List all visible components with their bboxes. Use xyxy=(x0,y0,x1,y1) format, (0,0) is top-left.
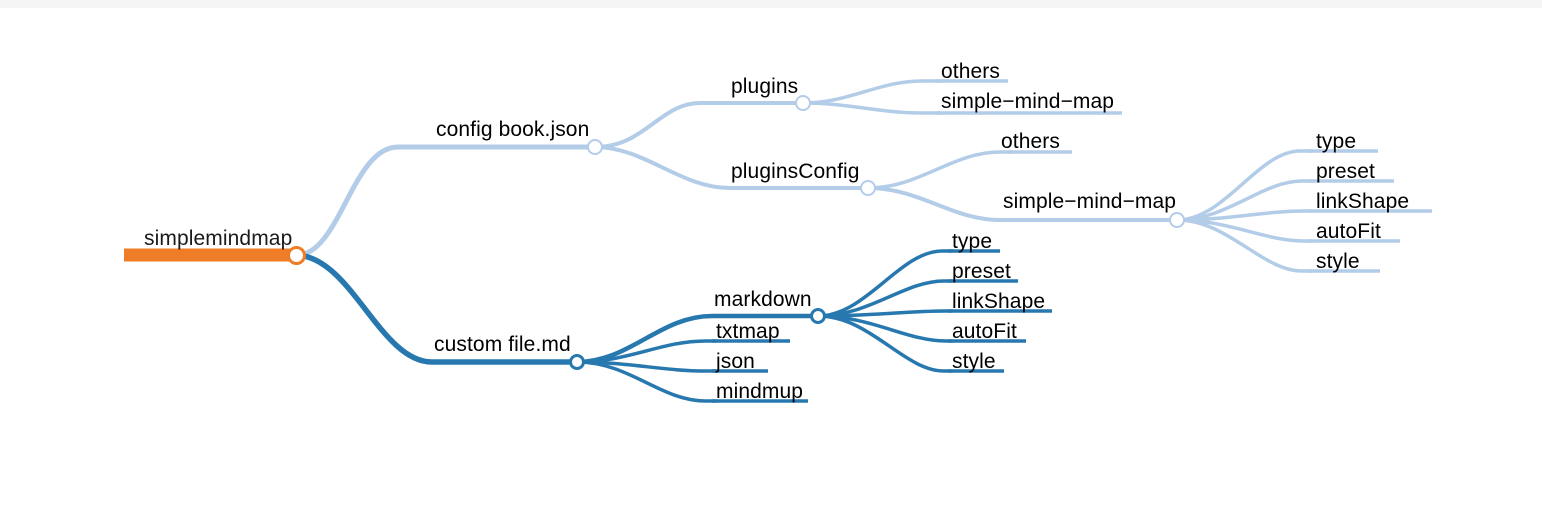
node-pc-others[interactable]: others xyxy=(1001,130,1060,153)
link-markdown-to-type xyxy=(816,249,954,318)
top-toolbar-strip xyxy=(0,0,1542,8)
link-pcsmm-to-type xyxy=(1175,149,1314,222)
node-handle-pluginsconfig[interactable] xyxy=(860,180,876,196)
node-md-autofit[interactable]: autoFit xyxy=(952,320,1017,343)
node-root[interactable]: simplemindmap xyxy=(144,227,293,250)
link-root-to-config xyxy=(294,144,598,258)
node-pc-type[interactable]: type xyxy=(1316,130,1357,153)
link-pcsmm-to-linkshape xyxy=(1175,209,1314,222)
node-handle-markdown[interactable] xyxy=(810,308,826,324)
node-pc-linkshape[interactable]: linkShape xyxy=(1316,190,1410,213)
node-txtmap[interactable]: txtmap xyxy=(716,320,780,343)
node-handle-root[interactable] xyxy=(287,246,306,265)
node-markdown[interactable]: markdown xyxy=(714,288,812,311)
node-plugins-simple-mind-map[interactable]: simple−mind−map xyxy=(941,90,1115,113)
link-config-to-plugins xyxy=(593,101,805,149)
link-pcsmm-to-preset xyxy=(1175,179,1314,222)
node-config-book-json[interactable]: config book.json xyxy=(436,118,590,141)
node-md-linkshape[interactable]: linkShape xyxy=(952,290,1046,313)
node-pc-simple-mind-map[interactable]: simple−mind−map xyxy=(1003,190,1177,213)
link-custom-to-markdown xyxy=(574,313,821,365)
link-custom-to-mindmup xyxy=(575,360,718,403)
link-markdown-to-linkshape xyxy=(816,309,954,318)
link-custom-to-json xyxy=(575,360,718,373)
link-markdown-to-preset xyxy=(816,279,954,318)
link-pluginsconfig-to-others xyxy=(866,150,1014,190)
node-plugins[interactable]: plugins xyxy=(731,75,799,98)
node-md-type[interactable]: type xyxy=(952,230,993,253)
node-handle-plugins[interactable] xyxy=(795,95,811,111)
link-markdown-to-style xyxy=(816,314,954,373)
link-custom-to-txtmap xyxy=(575,339,718,364)
node-pc-autofit[interactable]: autoFit xyxy=(1316,220,1381,243)
node-json[interactable]: json xyxy=(716,350,755,373)
link-plugins-to-others xyxy=(801,79,942,105)
link-pcsmm-to-style xyxy=(1175,218,1314,273)
node-pluginsconfig[interactable]: pluginsConfig xyxy=(731,160,860,183)
node-pc-preset[interactable]: preset xyxy=(1316,160,1375,183)
node-md-preset[interactable]: preset xyxy=(952,260,1011,283)
link-plugins-to-smm xyxy=(801,101,942,115)
node-handle-pc-simple-mind-map[interactable] xyxy=(1169,212,1185,228)
node-handle-custom[interactable] xyxy=(569,354,585,370)
node-pc-style[interactable]: style xyxy=(1316,250,1360,273)
node-md-style[interactable]: style xyxy=(952,350,996,373)
node-custom-file-md[interactable]: custom file.md xyxy=(434,333,571,356)
node-mindmup[interactable]: mindmup xyxy=(716,380,804,403)
link-markdown-to-autofit xyxy=(816,314,954,343)
link-pcsmm-to-autofit xyxy=(1175,218,1314,243)
node-handle-config[interactable] xyxy=(587,139,603,155)
node-plugins-others[interactable]: others xyxy=(941,60,1000,83)
